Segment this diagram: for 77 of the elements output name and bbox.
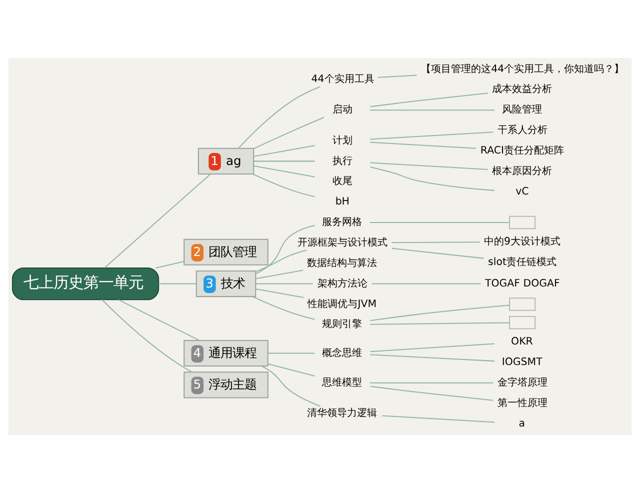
node-text: vC bbox=[516, 186, 529, 197]
node-text: 执行 bbox=[332, 155, 352, 166]
connector bbox=[252, 173, 315, 197]
connector bbox=[252, 296, 315, 320]
node-text: 风险管理 bbox=[502, 104, 542, 116]
connector bbox=[370, 166, 495, 190]
node-text: 思维模型 bbox=[322, 376, 362, 388]
connector bbox=[392, 247, 484, 258]
connector bbox=[370, 354, 494, 362]
connector bbox=[254, 144, 315, 156]
node-text: 开源框架与设计模式 bbox=[298, 236, 388, 248]
node-box: 5 浮动主题 bbox=[184, 371, 268, 398]
connector bbox=[370, 304, 510, 321]
connector bbox=[256, 224, 315, 274]
connector bbox=[104, 173, 211, 268]
node-text: 性能调优与JVM bbox=[308, 298, 377, 310]
connector bbox=[370, 141, 476, 148]
node-text: a bbox=[518, 418, 525, 429]
node-box: 七上历史第一单元 bbox=[12, 266, 160, 300]
node-text: 启动 bbox=[332, 104, 352, 116]
node-text: 【项目管理的这44个实用工具，你知道吗？】 bbox=[421, 63, 624, 74]
node-text: IOGSMT bbox=[502, 356, 542, 368]
node-text: 服务网格 bbox=[322, 216, 362, 228]
connector bbox=[378, 74, 417, 78]
node-text: 计划 bbox=[332, 134, 352, 146]
connector bbox=[372, 282, 481, 284]
node-text: 金字塔原理 bbox=[497, 376, 548, 388]
node-box: 4 通用课程 bbox=[184, 339, 268, 366]
node-text: 干系人分析 bbox=[497, 124, 548, 136]
connector bbox=[254, 116, 324, 149]
node-text: RACI责任分配矩阵 bbox=[480, 145, 564, 156]
connector bbox=[156, 260, 184, 268]
connector bbox=[382, 414, 495, 422]
node-box bbox=[509, 297, 536, 310]
node-text: 数据结构与算法 bbox=[307, 257, 378, 268]
connector bbox=[118, 298, 200, 340]
node-text: TOGAF DOGAF bbox=[485, 278, 560, 289]
node-box: 2 团队管理 bbox=[184, 238, 268, 265]
connector bbox=[102, 298, 192, 372]
connector bbox=[268, 352, 315, 354]
connector bbox=[370, 162, 488, 170]
node-text: 概念思维 bbox=[322, 347, 362, 358]
node-text: OKR bbox=[511, 336, 533, 348]
node-text: 44个实用工具 bbox=[311, 74, 374, 85]
node-text: bH bbox=[335, 196, 350, 208]
connector bbox=[370, 382, 493, 383]
node-text: 架构方法论 bbox=[317, 278, 368, 289]
connector bbox=[255, 249, 307, 272]
connector bbox=[370, 322, 510, 324]
node-text: 收尾 bbox=[332, 176, 352, 187]
node-box: 3 技术 bbox=[196, 270, 256, 297]
connector bbox=[392, 241, 480, 243]
node-text: 规则引擎 bbox=[322, 318, 362, 330]
connector bbox=[370, 92, 488, 107]
node-text: slot责任链模式 bbox=[488, 256, 556, 268]
connector bbox=[254, 160, 315, 162]
node-text: 根本原因分析 bbox=[492, 165, 552, 176]
connector bbox=[370, 131, 494, 140]
connector bbox=[238, 86, 320, 148]
connector bbox=[256, 269, 304, 279]
node-text: 第一性原理 bbox=[497, 397, 548, 408]
connector bbox=[370, 109, 494, 110]
node-text: 成本效益分析 bbox=[492, 84, 552, 95]
node-box: 1 ag bbox=[198, 147, 254, 174]
connector bbox=[268, 362, 315, 376]
connector bbox=[370, 221, 510, 222]
node-box bbox=[509, 315, 536, 329]
connector bbox=[256, 282, 313, 284]
connector bbox=[370, 342, 494, 352]
node-text: 清华领导力逻辑 bbox=[307, 408, 378, 419]
node-box bbox=[509, 215, 536, 229]
connector bbox=[256, 288, 304, 298]
node-text: 中的9大设计模式 bbox=[484, 236, 560, 247]
connector bbox=[262, 365, 320, 406]
connector bbox=[254, 164, 315, 177]
connector bbox=[158, 282, 196, 284]
connector bbox=[370, 385, 493, 400]
